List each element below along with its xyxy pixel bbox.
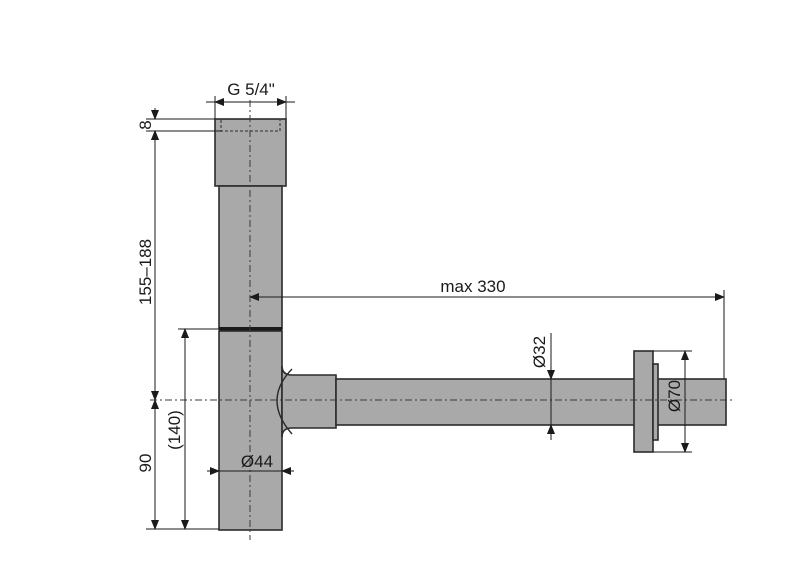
outlet-diameter-label: Ø32	[530, 336, 549, 368]
branch-connector	[281, 365, 337, 438]
flange-diameter-label: Ø70	[665, 380, 684, 412]
height-ref-label: (140)	[165, 410, 184, 450]
outlet-diameter-dimension: Ø32	[530, 333, 555, 440]
flange-collar	[652, 363, 659, 441]
thread-label: G 5/4"	[227, 80, 275, 99]
siphon-body	[214, 118, 727, 531]
top-offset-dimension: 8	[136, 108, 222, 142]
flange-diameter-dimension: Ø70	[653, 350, 692, 453]
max-length-label: max 330	[440, 277, 505, 296]
thread-dimension: G 5/4"	[206, 80, 295, 119]
height-lower-label: 90	[136, 454, 155, 473]
height-range-label: 155–188	[136, 239, 155, 305]
top-offset-label: 8	[136, 120, 155, 129]
height-ref-dimension: (140)	[165, 328, 219, 530]
tube-diameter-label: Ø44	[241, 452, 273, 471]
wall-flange	[633, 350, 654, 453]
height-range-dimension: 155–188	[136, 130, 159, 401]
tube-diameter-dimension: Ø44	[207, 452, 294, 475]
branch-seam	[276, 368, 293, 435]
height-lower-dimension: 90	[136, 399, 219, 530]
outlet-pipe	[335, 378, 727, 426]
max-length-dimension: max 330	[249, 277, 725, 379]
